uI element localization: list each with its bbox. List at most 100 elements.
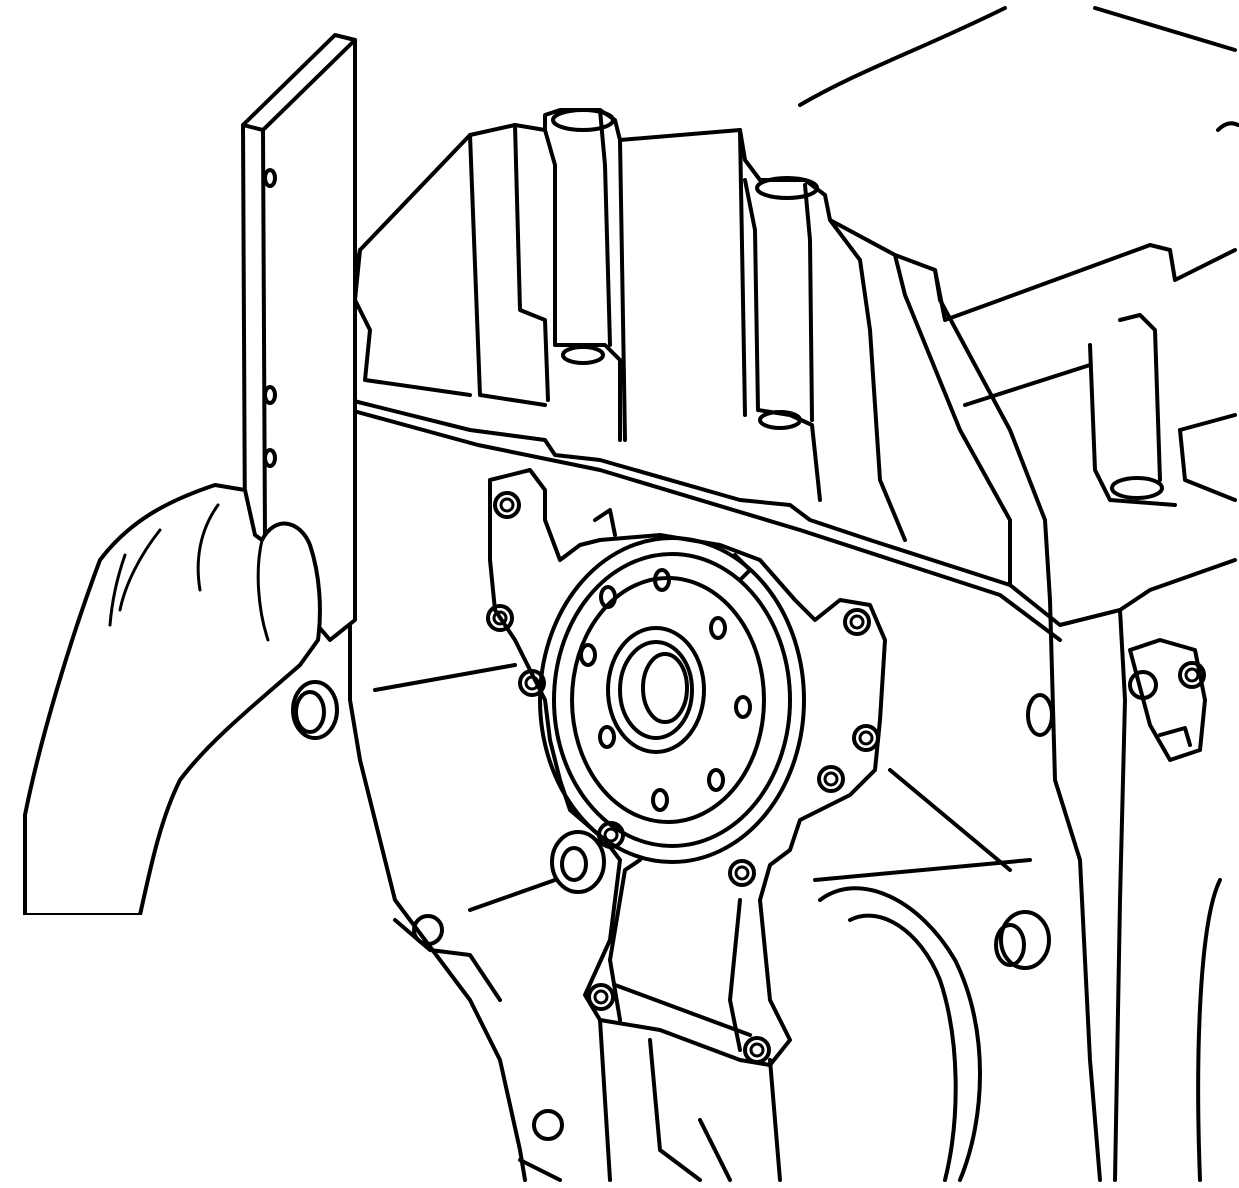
- housing-bolt: [597, 821, 625, 849]
- straightedge-front-edge: [261, 128, 267, 542]
- dowel-pin-right-face: [994, 923, 1026, 967]
- right-bracket-tab: [1158, 726, 1192, 747]
- straightedge-hole: [263, 168, 277, 188]
- block-lower-rail: [348, 398, 1237, 627]
- lower-plate-bottom: [613, 983, 752, 1037]
- dowel-hole-left: [412, 914, 444, 946]
- block-lower-rail-inner: [348, 408, 1062, 642]
- bore-boss-3-right: [1118, 313, 1162, 482]
- wall-2: [738, 128, 747, 417]
- crank-bolt-hole: [707, 768, 725, 792]
- hand-mask: [0, 915, 160, 925]
- rib-right-3: [933, 268, 1052, 602]
- deck-edge-farright-lower: [1178, 428, 1237, 502]
- dowel-hole-bottom-left: [532, 1109, 564, 1141]
- right-flange-hole: [1026, 693, 1054, 737]
- deck-edge-farright: [1178, 413, 1237, 432]
- housing-bolt-head: [858, 730, 874, 746]
- crank-bolt-hole: [598, 725, 616, 749]
- wall-1: [618, 138, 627, 442]
- bolt-hole-deck-3: [1110, 476, 1164, 500]
- seal-retainer-outer: [538, 536, 806, 864]
- right-bracket-bolt-head: [1184, 667, 1200, 683]
- block-rear-face: [291, 598, 1222, 1182]
- bolt-hole-deck-1: [561, 345, 605, 365]
- housing-bolt-head: [593, 989, 609, 1005]
- housing-bolt: [587, 983, 615, 1011]
- wall-left: [468, 133, 547, 407]
- crank-bolt-hole: [651, 788, 669, 812]
- rib-right-1: [828, 218, 907, 542]
- housing-bolt-head: [499, 497, 515, 513]
- retainer-tab-top: [593, 508, 617, 537]
- housing-bolt: [852, 724, 880, 752]
- wall-left-inner: [513, 123, 550, 402]
- lower-rib-4: [768, 1058, 782, 1182]
- housing-bolt: [743, 1036, 771, 1064]
- block-upper-contour-right: [1093, 6, 1237, 52]
- block-upper-contour: [798, 6, 1007, 107]
- rib-right-2: [893, 253, 1012, 587]
- bolt-hole-deck-2: [758, 410, 802, 430]
- bore-opening-1: [551, 108, 615, 132]
- straightedge-hole: [263, 385, 277, 405]
- housing-bolt: [493, 491, 521, 519]
- housing-bolt-head: [749, 1042, 765, 1058]
- seal-retainer-inner: [552, 552, 792, 848]
- deck-edge-right: [963, 363, 1092, 407]
- lower-dowel-boss: [550, 830, 606, 894]
- dowel-pin-left-face: [294, 690, 326, 734]
- right-flange-edge: [1048, 598, 1102, 1182]
- housing-bolt: [518, 669, 546, 697]
- lower-rib-5: [518, 1158, 562, 1182]
- housing-bolt: [817, 765, 845, 793]
- bore-opening-2: [755, 176, 819, 200]
- bore-boss-1: [543, 128, 622, 442]
- housing-bolt-head: [849, 614, 865, 630]
- engine-block: [348, 6, 1239, 642]
- retainer-tab-right: [733, 553, 752, 582]
- housing-bolt-head: [603, 827, 619, 843]
- strut-right: [888, 768, 1012, 872]
- crank-bolt-hole: [579, 643, 597, 667]
- crank-bolt-hole: [599, 585, 617, 609]
- bore-boss-1-right: [598, 108, 612, 347]
- housing-bolt: [843, 608, 871, 636]
- strut-right-lower: [813, 858, 1032, 882]
- housing-bolt-head: [734, 865, 750, 881]
- right-bracket-bolt: [1178, 661, 1206, 689]
- lower-plate-right: [728, 898, 742, 1052]
- right-bracket-hole: [1128, 670, 1158, 700]
- right-bracket: [1128, 638, 1207, 762]
- hand-shape: [23, 483, 322, 917]
- hand: [0, 483, 322, 925]
- crank-bolt-hole: [734, 695, 752, 719]
- seal-housing-outline: [488, 468, 887, 1067]
- crank-hub-mid: [618, 640, 694, 740]
- oil-pan-right: [1196, 878, 1222, 1182]
- housing-bolt: [728, 859, 756, 887]
- crank-bolt-hole: [709, 616, 727, 640]
- lower-rib-2: [648, 1038, 702, 1182]
- block-face-lower-left: [393, 918, 502, 1002]
- seal-flange: [570, 576, 766, 824]
- crank-hub-inner: [641, 652, 689, 724]
- oil-pan-opening-inner: [848, 913, 958, 1182]
- housing-bolt-head: [823, 771, 839, 787]
- lower-plate-left: [608, 858, 642, 1022]
- bore-boss-3: [1088, 343, 1177, 507]
- wall-far-left: [353, 248, 472, 397]
- crank-bolt-hole: [653, 568, 671, 592]
- knuckle-line: [196, 503, 220, 592]
- bore-boss-2-right: [803, 183, 814, 422]
- rear-main-seal-housing: [486, 468, 887, 1067]
- right-flange-edge-2: [1113, 608, 1127, 1182]
- lower-rib-3: [698, 1118, 732, 1182]
- lower-rib-1: [598, 1018, 612, 1182]
- straightedge-hole: [263, 448, 277, 468]
- finger-line-2: [108, 553, 127, 627]
- strut-left: [373, 663, 517, 692]
- oil-pan-opening: [818, 886, 982, 1182]
